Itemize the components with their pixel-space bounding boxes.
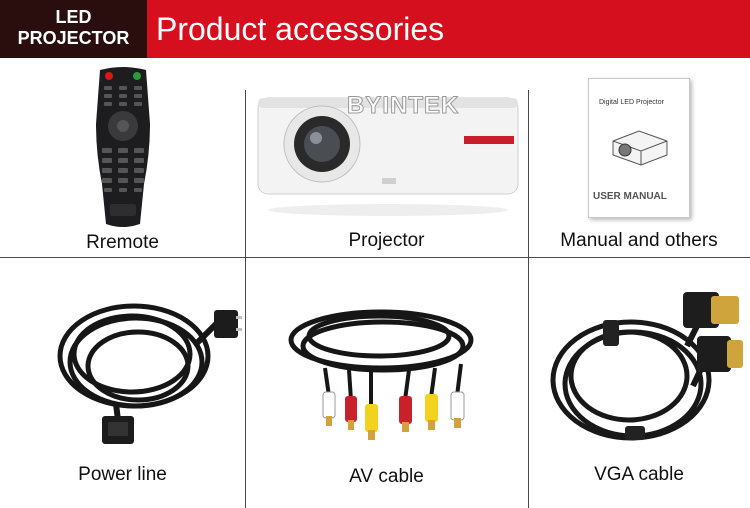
power-line-label: Power line [78,464,167,485]
manual-label: Manual and others [560,230,718,251]
av-cable-icon [288,309,474,440]
manual-heading: Digital LED Projector [599,99,664,106]
remote-label: Rremote [86,232,159,253]
power-cable-icon [57,303,242,444]
projector-label: Projector [348,230,425,251]
manual-projector-drawing-icon [612,130,668,166]
led-projector-badge: LED PROJECTOR [0,0,147,58]
badge-line-2: PROJECTOR [17,28,130,48]
header-bar: LED PROJECTOR Product accessories [0,0,750,58]
grid-divider-vertical-1 [245,90,246,258]
manual-title: USER MANUAL [593,191,667,202]
grid-divider-vertical-3 [245,257,246,508]
projector-brand: BYINTEK [346,92,460,120]
vga-cable-icon [550,292,743,441]
remote-control-icon [96,67,150,227]
badge-line-1: LED [55,7,92,27]
grid-divider-horizontal [0,257,750,258]
page-title: Product accessories [156,11,445,47]
grid-divider-vertical-4 [528,257,529,508]
grid-divider-vertical-2 [528,90,529,258]
vga-cable-label: VGA cable [594,464,684,485]
projector-icon [257,97,519,216]
manual-icon: Digital LED Projector USER MANUAL [588,78,690,218]
av-cable-label: AV cable [349,466,424,487]
